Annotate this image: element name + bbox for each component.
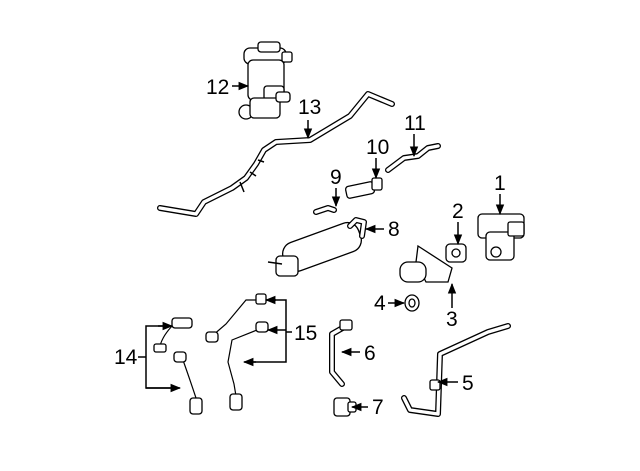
part-4-o-ring	[404, 294, 420, 312]
callout-15: 15	[294, 322, 317, 345]
callout-5: 5	[462, 372, 474, 395]
part-3-valve	[399, 244, 453, 283]
part-1-solenoid	[477, 213, 525, 261]
part-9-hose	[313, 205, 337, 215]
callout-13: 13	[298, 96, 321, 119]
callout-11: 11	[404, 112, 426, 135]
part-15-sensors	[205, 293, 269, 411]
part-7-fitting	[333, 397, 357, 417]
leader-lines	[138, 81, 505, 412]
callout-2: 2	[452, 200, 464, 223]
callout-12: 12	[206, 76, 229, 99]
part-14-sensors	[153, 317, 203, 415]
part-12-air-pump	[238, 41, 293, 120]
callout-8: 8	[388, 218, 400, 241]
callout-10: 10	[366, 136, 389, 159]
part-11-tube	[385, 143, 441, 173]
part-10-check-valve	[344, 177, 383, 199]
callout-9: 9	[330, 166, 342, 189]
callout-1: 1	[494, 172, 506, 195]
part-2-gasket	[445, 243, 467, 263]
callout-14: 14	[114, 346, 138, 369]
callout-6: 6	[364, 342, 376, 365]
part-6-tube	[329, 319, 353, 387]
part-5-tube	[401, 323, 511, 417]
callout-3: 3	[446, 308, 458, 331]
callout-7: 7	[372, 396, 384, 419]
part-8-pipe-assembly	[267, 217, 367, 277]
callout-4: 4	[374, 292, 386, 315]
part-13-air-tube	[157, 91, 395, 217]
